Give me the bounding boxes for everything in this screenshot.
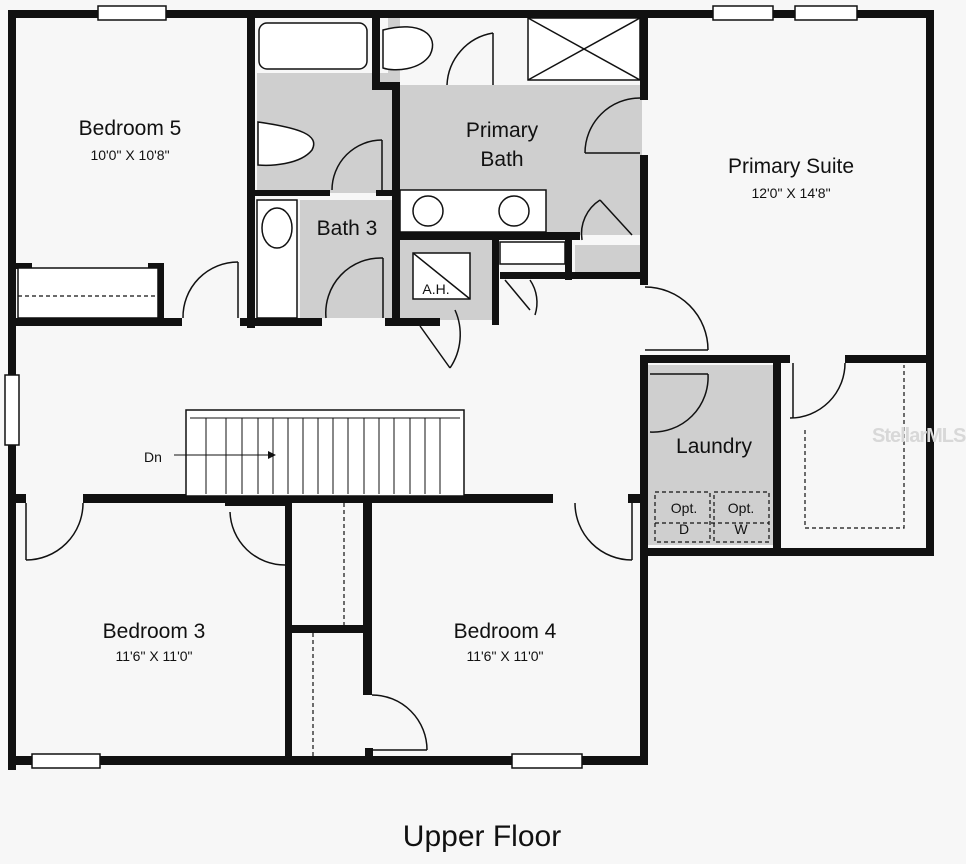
room-label-primary-bath-1: Primary <box>465 119 539 142</box>
room-label-laundry: Laundry <box>676 435 752 458</box>
room-label-primary-bath-2: Bath <box>480 148 524 171</box>
fixtures <box>17 17 641 497</box>
air-handler-label: A.H. <box>422 281 450 297</box>
floor-title: Upper Floor <box>402 820 562 853</box>
room-dims-primary-suite: 12'0" X 14'8" <box>751 185 831 201</box>
dashed-lines <box>18 295 905 756</box>
opt-dryer-line1: Opt. <box>670 500 698 516</box>
opt-washer-line1: Opt. <box>727 500 755 516</box>
stairs-down-label: Dn <box>144 449 162 465</box>
room-label-primary-suite: Primary Suite <box>727 155 855 178</box>
room-label-bedroom3: Bedroom 3 <box>102 620 206 643</box>
watermark: StellarMLS <box>872 425 966 447</box>
windows <box>4 5 858 769</box>
room-label-bath3: Bath 3 <box>316 217 378 240</box>
room-label-bedroom4: Bedroom 4 <box>453 620 557 643</box>
stair-treads <box>174 417 460 494</box>
room-dims-bedroom3: 11'6" X 11'0" <box>115 648 193 664</box>
room-dims-bedroom4: 11'6" X 11'0" <box>466 648 544 664</box>
room-label-bedroom5: Bedroom 5 <box>78 117 182 140</box>
door-swings <box>25 32 846 751</box>
opt-washer-line2: W <box>734 521 748 537</box>
opt-dryer-line2: D <box>678 521 690 537</box>
room-dims-bedroom5: 10'0" X 10'8" <box>90 147 170 163</box>
